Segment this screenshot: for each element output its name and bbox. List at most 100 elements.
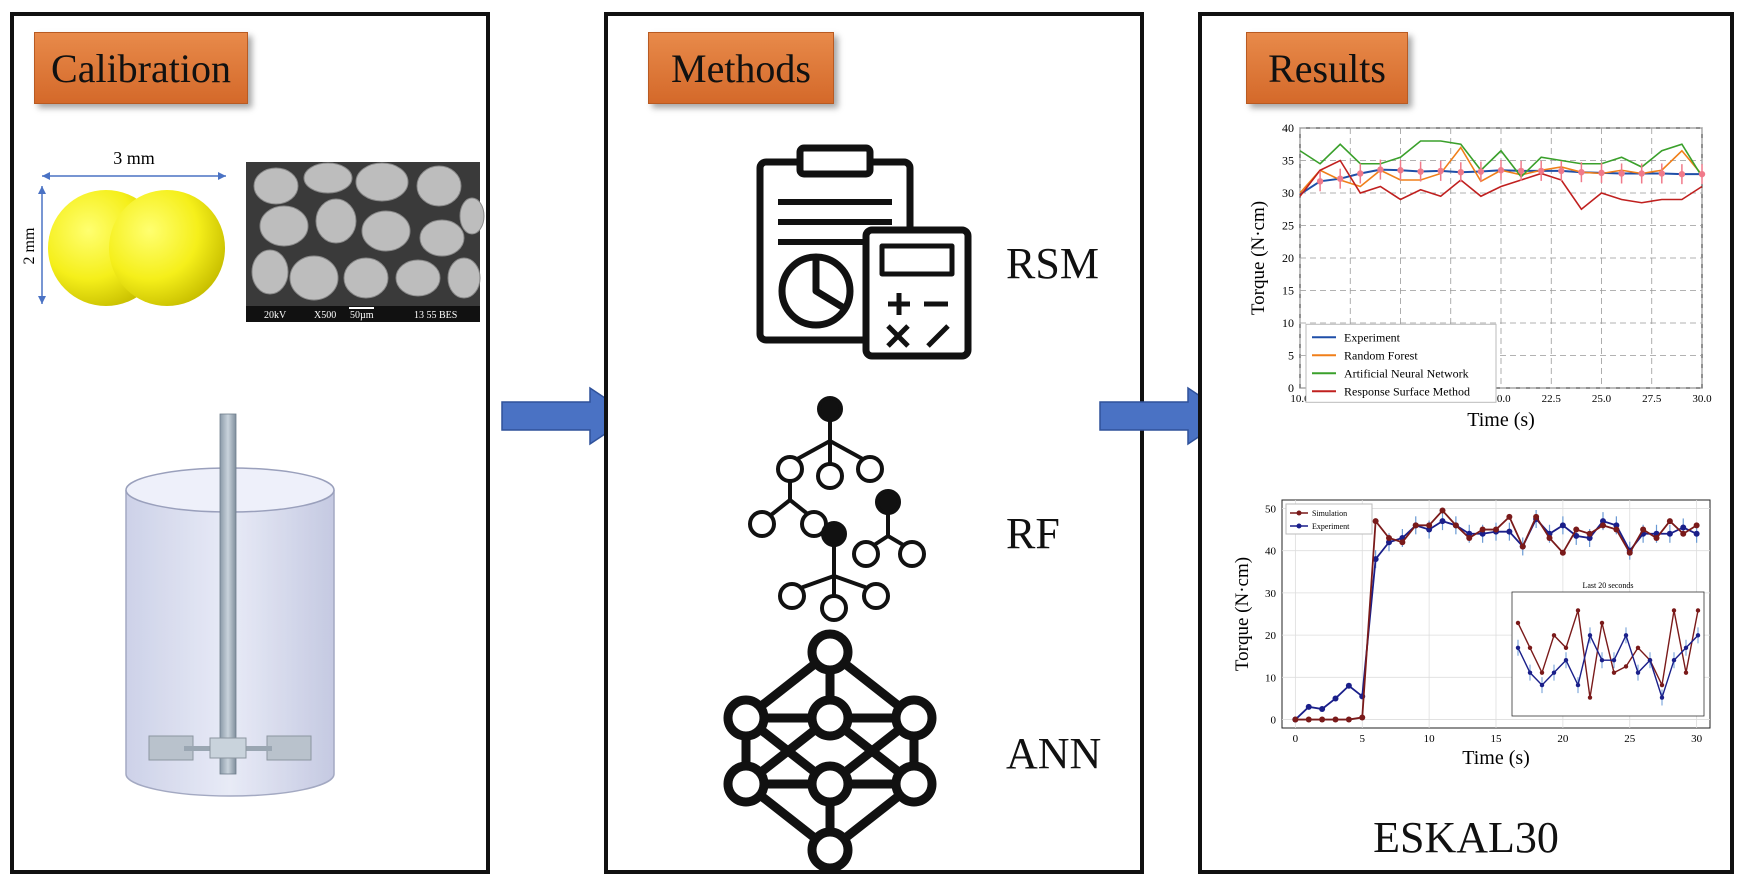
data-point [1598,169,1605,177]
inset-data-point [1527,670,1533,675]
results-panel: Results 051015202530354010.012.515.017.5… [1198,12,1734,874]
data-point [1412,522,1419,529]
data-point [1600,522,1606,529]
inset-series-line-0 [1517,610,1699,698]
data-point [1466,530,1473,537]
data-point [1439,518,1446,525]
legend-label: Experiment [1312,522,1350,531]
data-point [1578,169,1585,176]
y-tick-label: 30 [1282,186,1294,200]
data-point [1586,535,1593,541]
y-tick-label: 35 [1282,154,1294,168]
x-tick-label: 25 [1624,733,1636,745]
methods-title: Methods [648,32,834,104]
y-tick-label: 50 [1265,503,1277,515]
y-tick-label: 40 [1265,546,1277,558]
sem-caption-scale: 50µm [350,310,374,321]
data-point [1586,530,1593,537]
inset-data-point [1611,658,1617,663]
data-point [1678,170,1686,178]
results-caption: ESKAL30 [1373,813,1559,862]
inset-data-point [1635,670,1641,675]
data-point [1332,695,1339,702]
data-point [1386,535,1392,541]
data-point [1640,526,1647,533]
inset-data-point [1527,645,1533,650]
inset-plot-area [1511,591,1705,717]
y-tick-label: 10 [1265,672,1277,684]
x-tick-label: 30 [1691,733,1703,745]
data-point [1426,526,1433,533]
data-point [1533,513,1540,520]
tree-network-icon [748,396,926,622]
x-tick-label: 10 [1424,733,1436,745]
methods-panel: Methods [604,12,1144,874]
data-point [1452,522,1459,529]
data-point [1397,167,1404,174]
data-point [1426,522,1433,529]
data-point [1613,526,1620,533]
data-point [1466,535,1473,541]
data-point [1680,530,1687,537]
data-point [1680,524,1687,531]
data-point [1479,530,1486,537]
data-point [1573,532,1580,539]
data-point [1292,716,1299,723]
data-point [1479,526,1486,533]
inset-data-point [1551,633,1557,638]
y-axis-label: Torque (N·cm) [1248,201,1269,315]
data-point [1613,522,1620,529]
legend-box [1305,323,1497,403]
dimension-height-label: 2 mm [21,227,38,264]
data-point [1618,170,1625,177]
inset-data-point [1599,658,1605,663]
inset-data-point [1539,670,1545,675]
legend-label: Simulation [1312,509,1347,518]
data-point [1477,168,1485,175]
torque-comparison-chart: 051015202530354010.012.515.017.520.022.5… [1248,121,1712,431]
data-point [1666,518,1673,525]
x-axis-label: Time (s) [1462,747,1530,769]
sem-caption-kv: 20kV [264,310,287,321]
particle-model [48,190,225,306]
data-point [1693,522,1700,529]
clipboard-calculator-icon [756,144,972,360]
series-line-3 [1299,159,1703,211]
data-point [1546,535,1553,541]
dimension-width-label: 3 mm [113,148,155,168]
inset-data-point [1623,633,1629,638]
data-point [1573,526,1580,533]
inset-data-point [1515,620,1521,626]
y-tick-label: 30 [1265,588,1277,600]
data-point [1506,513,1513,520]
data-point [1305,703,1312,710]
dimension-width-arrow [42,172,226,180]
x-tick-label: 20 [1557,733,1569,745]
sem-caption-id: 13 55 BES [414,310,457,321]
data-point [1638,170,1645,177]
data-point [1493,526,1499,533]
data-point [1653,535,1660,541]
data-point [1666,530,1673,537]
inset-data-point [1587,633,1593,638]
x-tick-label: 5 [1360,733,1366,745]
inset-data-point [1587,695,1593,700]
data-point [1559,522,1566,529]
inset-data-point [1683,670,1689,675]
data-point [1359,714,1366,721]
y-tick-label: 15 [1282,284,1294,298]
x-tick-label: 27.5 [1642,393,1662,405]
results-title: Results [1246,32,1408,104]
inset-data-point [1575,682,1581,688]
x-tick-label: 10.0 [1290,393,1310,405]
y-tick-label: 10 [1282,316,1294,330]
data-point [1517,167,1525,175]
data-point [1386,539,1392,546]
inset-data-point [1647,658,1653,663]
x-tick-label: 30.0 [1692,393,1712,405]
data-point [1305,716,1312,723]
data-point [1558,167,1565,175]
legend-label: Random Forest [1344,348,1418,362]
inset-data-point [1539,682,1545,688]
data-point [1698,170,1706,178]
